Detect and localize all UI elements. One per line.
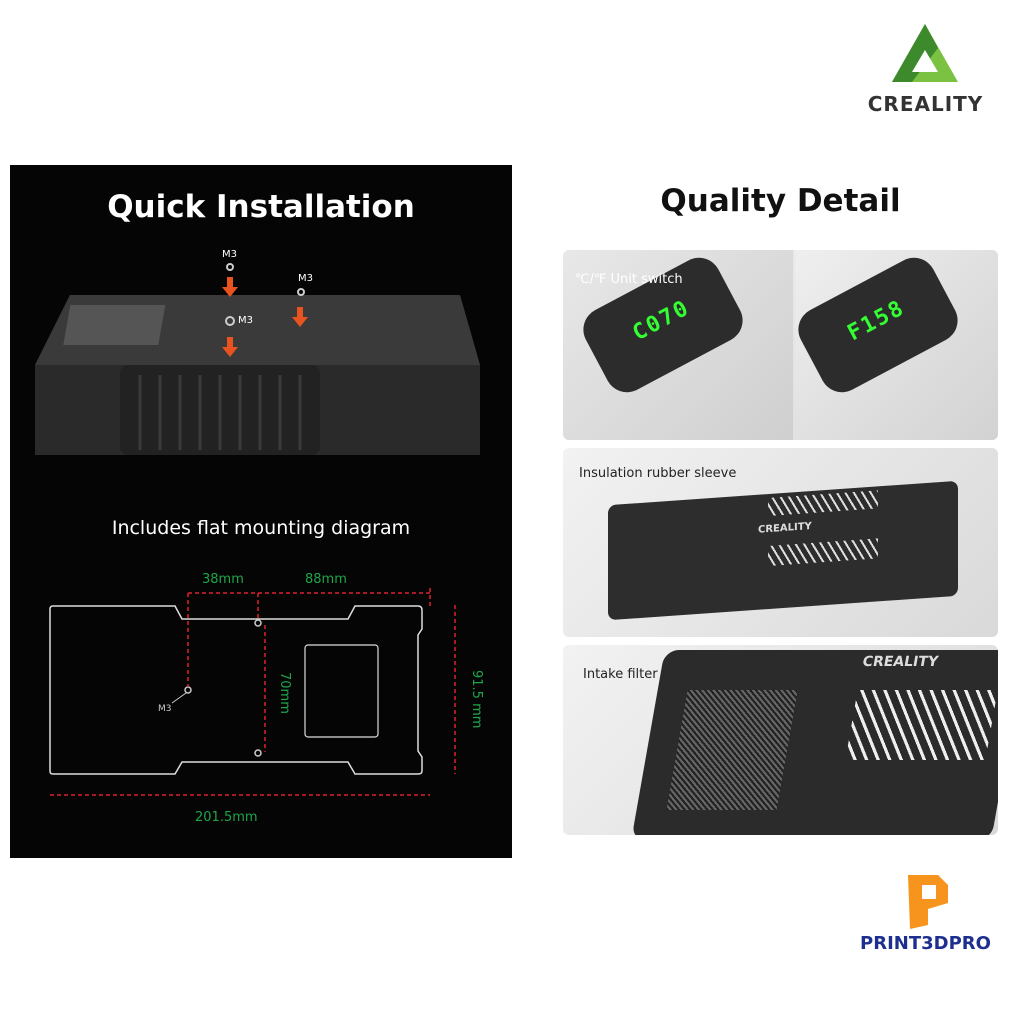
mounting-diagram-subtitle: Includes flat mounting diagram xyxy=(111,517,411,539)
creality-logo-text: CREALITY xyxy=(867,92,984,116)
screw-label: M3 xyxy=(158,704,172,714)
creality-logo: CREALITY xyxy=(858,20,993,116)
creality-logo-icon xyxy=(892,24,958,82)
filter-device: CREALITY xyxy=(631,650,998,835)
screw-label: M3 xyxy=(238,315,253,326)
installation-illustration: M3 M3 M3 M3 38mm 88mm 201.5mm xyxy=(35,249,484,825)
screw-label: M3 xyxy=(222,249,237,260)
dim-38mm: 38mm xyxy=(202,572,244,587)
sleeve-device: CREALITY xyxy=(608,480,958,621)
panel-caption: Intake filter xyxy=(583,667,658,682)
dim-70mm: 70mm xyxy=(277,672,292,714)
panel-caption: Insulation rubber sleeve xyxy=(579,466,737,481)
intake-filter-panel: Intake filter CREALITY xyxy=(563,645,998,835)
temperature-display: C070 xyxy=(628,295,695,347)
quick-installation-panel: Quick Installation M3 M3 M3 xyxy=(10,165,512,858)
quick-installation-title: Quick Installation xyxy=(107,189,415,225)
dim-height: 91.5 mm xyxy=(469,670,484,728)
arrow-down-icon xyxy=(222,277,308,357)
mounting-diagram: M3 38mm 88mm 201.5mm 70mm 91.5 mm xyxy=(49,572,484,825)
screw-icon xyxy=(225,263,305,326)
rubber-sleeve-panel: Insulation rubber sleeve CREALITY xyxy=(563,448,998,637)
screw-label: M3 xyxy=(298,273,313,284)
dim-width: 201.5mm xyxy=(195,810,258,825)
dimension-guides xyxy=(50,588,456,796)
quality-detail-title: Quality Detail xyxy=(660,183,901,219)
device-brand: CREALITY xyxy=(861,654,940,670)
print3dpro-logo: PRINT3DPRO xyxy=(858,873,993,963)
panel-caption: ℃/℉ Unit switch xyxy=(575,272,683,287)
dim-88mm: 88mm xyxy=(305,572,347,587)
print3dpro-logo-icon xyxy=(908,875,948,929)
temperature-display: F158 xyxy=(843,295,910,347)
print3dpro-logo-text: PRINT3DPRO xyxy=(860,933,991,954)
device-brand: CREALITY xyxy=(758,520,812,536)
intake-filter-mesh xyxy=(666,690,798,810)
unit-switch-panel: C070 F158 ℃/℉ Unit switch xyxy=(563,250,998,440)
